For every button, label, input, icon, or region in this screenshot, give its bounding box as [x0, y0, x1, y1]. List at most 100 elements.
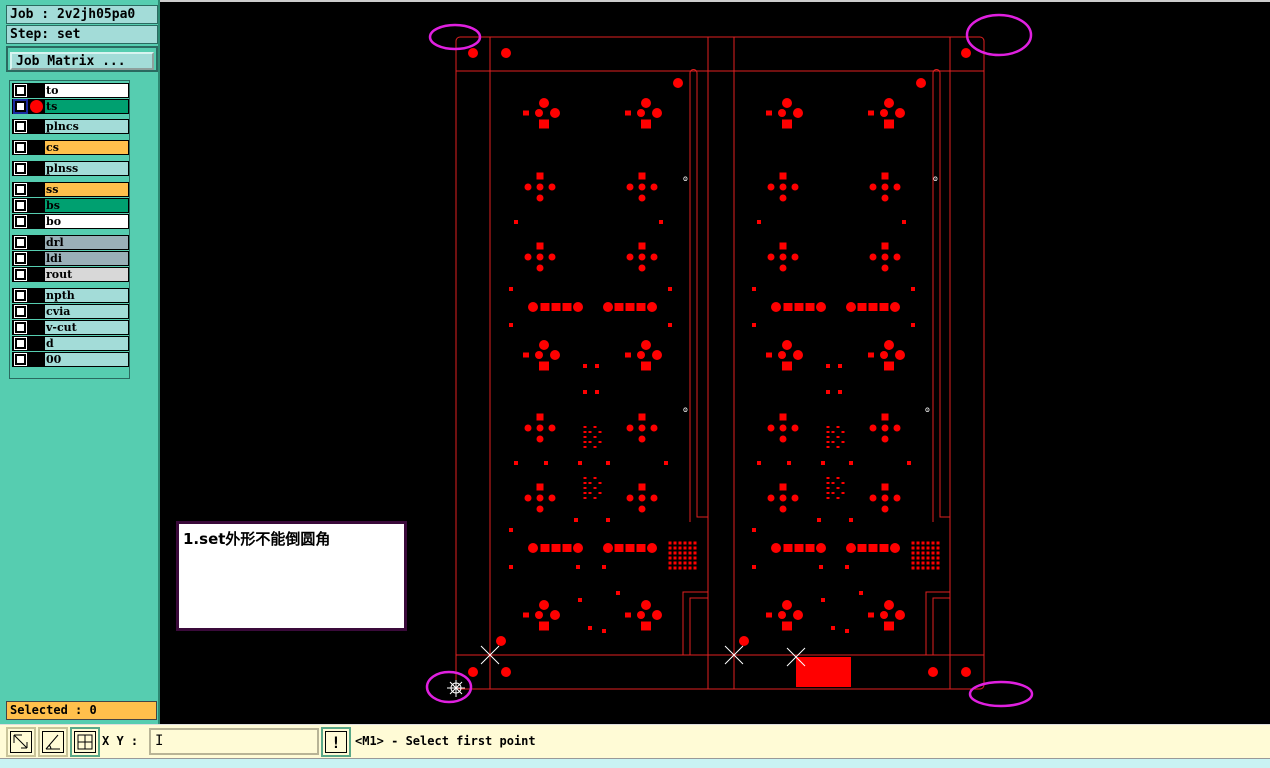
layer-checkbox[interactable]	[14, 162, 27, 175]
layer-name[interactable]: v-cut	[45, 321, 128, 334]
info-button[interactable]: !	[321, 727, 351, 757]
layer-name[interactable]: d	[45, 337, 128, 350]
zoom-arrow-button[interactable]	[6, 727, 36, 757]
layer-row-v-cut[interactable]: v-cut	[12, 320, 129, 335]
exclamation-icon: !	[325, 731, 347, 753]
layer-name[interactable]: ldi	[45, 252, 128, 265]
pad	[926, 541, 930, 545]
pad	[916, 541, 920, 545]
layer-row-d[interactable]: d	[12, 336, 129, 351]
layer-row-rout[interactable]: rout	[12, 267, 129, 282]
layer-checkbox[interactable]	[14, 236, 27, 249]
pad	[637, 351, 645, 359]
pad	[673, 541, 677, 545]
layer-row-cs[interactable]: cs	[12, 140, 129, 155]
layer-name[interactable]: rout	[45, 268, 128, 281]
layer-list: to ts plncs cs plnss ss bs bo drl ldi rout npth cvia…	[9, 80, 130, 379]
pad	[961, 48, 971, 58]
pad	[673, 556, 677, 560]
pad	[536, 494, 544, 502]
pad	[468, 667, 478, 677]
xy-input[interactable]: I	[149, 728, 319, 755]
pad	[926, 551, 930, 555]
pad	[881, 413, 889, 421]
layer-name[interactable]: plncs	[45, 120, 128, 133]
pad	[536, 435, 544, 443]
pad	[598, 492, 602, 494]
layer-name[interactable]: drl	[45, 236, 128, 249]
layer-checkbox[interactable]	[14, 183, 27, 196]
work-layer-indicator	[30, 100, 43, 113]
pad	[890, 543, 900, 553]
layer-row-cvia[interactable]: cvia	[12, 304, 129, 319]
pad	[771, 543, 781, 553]
layer-checkbox[interactable]	[14, 321, 27, 334]
layer-name[interactable]: ts	[45, 100, 128, 113]
pad	[778, 351, 786, 359]
layer-row-ss[interactable]: ss	[12, 182, 129, 197]
drill-marker: ʘ	[933, 174, 938, 183]
grid-snap-button[interactable]	[70, 727, 100, 757]
board-outline	[455, 36, 985, 690]
layer-row-plnss[interactable]: plnss	[12, 161, 129, 176]
pad	[826, 482, 830, 484]
pad	[638, 435, 646, 443]
layer-checkbox[interactable]	[14, 120, 27, 133]
job-matrix-button[interactable]: Job Matrix ...	[10, 52, 154, 70]
layer-checkbox[interactable]	[14, 337, 27, 350]
layer-name[interactable]: npth	[45, 289, 128, 302]
pad	[673, 546, 677, 550]
pad	[606, 461, 610, 465]
layer-checkbox[interactable]	[14, 199, 27, 212]
layer-row-bs[interactable]: bs	[12, 198, 129, 213]
pad	[536, 242, 544, 250]
pad	[766, 612, 772, 618]
layer-name[interactable]: 00	[45, 353, 128, 366]
layer-row-ts[interactable]: ts	[12, 99, 129, 114]
pad	[831, 626, 835, 630]
pad	[536, 424, 544, 432]
pad	[638, 172, 646, 180]
pad	[868, 352, 874, 358]
layer-checkbox[interactable]	[14, 252, 27, 265]
measure-button[interactable]	[38, 727, 68, 757]
layer-row-bo[interactable]: bo	[12, 214, 129, 229]
pad	[911, 556, 915, 560]
layer-name[interactable]: bo	[45, 215, 128, 228]
layer-checkbox[interactable]	[14, 141, 27, 154]
layer-name[interactable]: cvia	[45, 305, 128, 318]
layer-row-00[interactable]: 00	[12, 352, 129, 367]
layer-name[interactable]: ss	[45, 183, 128, 196]
pad	[593, 497, 597, 499]
pad	[693, 546, 697, 550]
pad	[911, 541, 915, 545]
layer-checkbox[interactable]	[14, 289, 27, 302]
pad	[588, 482, 592, 484]
layer-name[interactable]: plnss	[45, 162, 128, 175]
layer-name[interactable]: cs	[45, 141, 128, 154]
pad	[752, 287, 756, 291]
layer-checkbox[interactable]	[14, 84, 27, 97]
pad	[583, 477, 587, 479]
layer-row-npth[interactable]: npth	[12, 288, 129, 303]
layer-name[interactable]: bs	[45, 199, 128, 212]
layer-checkbox[interactable]	[14, 353, 27, 366]
layer-row-plncs[interactable]: plncs	[12, 119, 129, 134]
layer-checkbox[interactable]	[13, 99, 28, 114]
pad	[598, 431, 602, 433]
pad	[693, 551, 697, 555]
pad	[523, 110, 529, 116]
layer-row-to[interactable]: to	[12, 83, 129, 98]
cross-marker	[480, 645, 500, 665]
layer-row-drl[interactable]: drl	[12, 235, 129, 250]
pad	[625, 303, 635, 311]
layer-name[interactable]: to	[45, 84, 128, 97]
layer-row-ldi[interactable]: ldi	[12, 251, 129, 266]
layer-checkbox[interactable]	[14, 305, 27, 318]
pad	[931, 566, 935, 570]
pad	[683, 546, 687, 550]
pad	[626, 183, 634, 191]
layer-checkbox[interactable]	[14, 268, 27, 281]
layer-checkbox[interactable]	[14, 215, 27, 228]
